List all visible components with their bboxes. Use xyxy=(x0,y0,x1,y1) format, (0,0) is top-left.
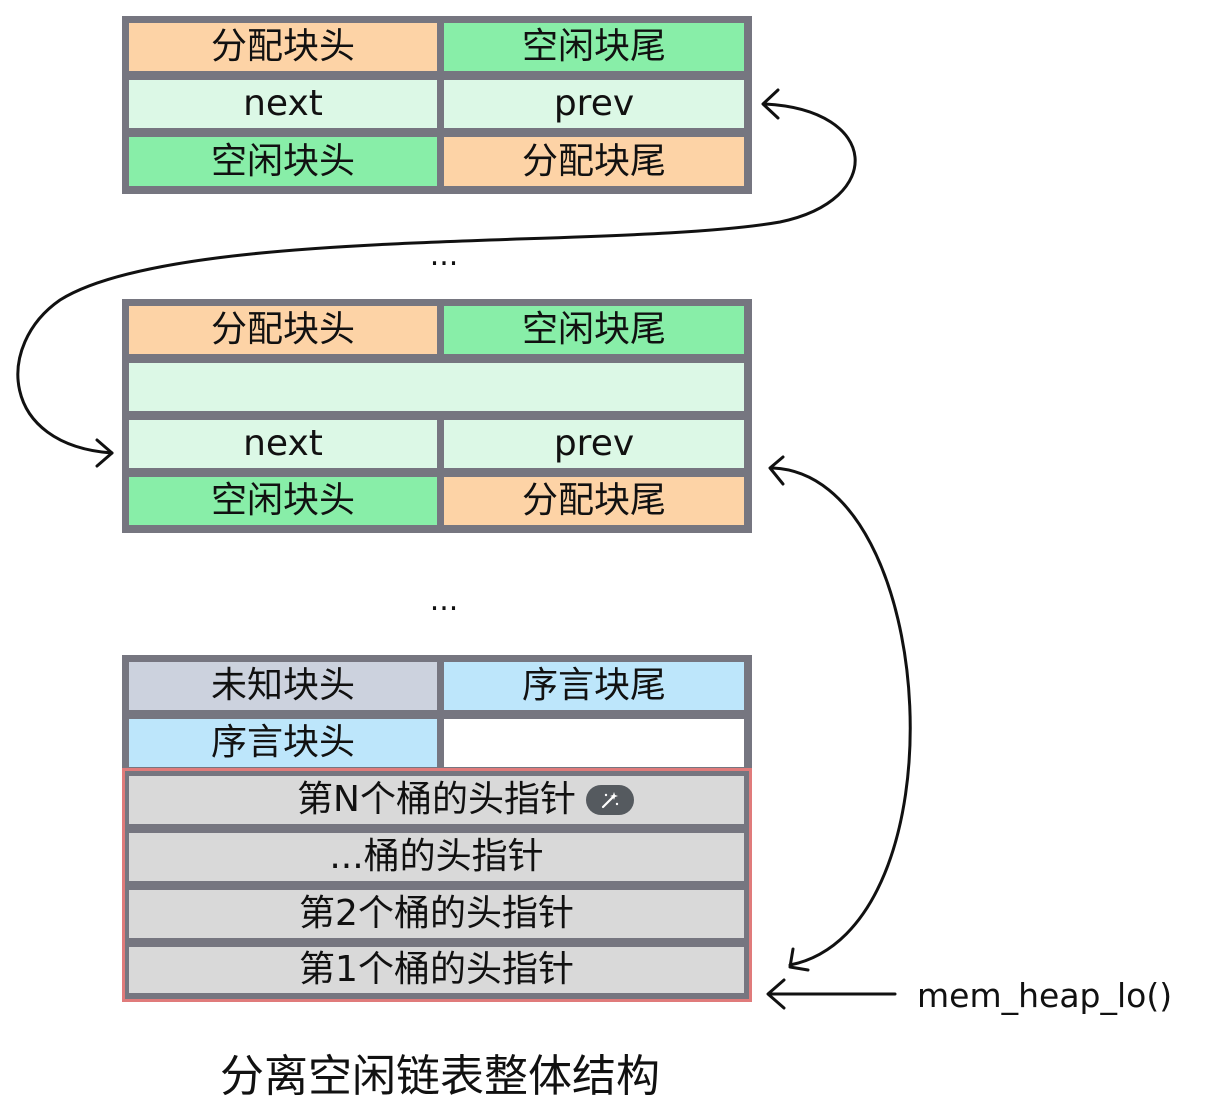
empty-cell xyxy=(444,719,744,767)
free-block-payload xyxy=(129,363,744,411)
free-block-2: 分配块头 空闲块尾 next prev 空闲块头 分配块尾 xyxy=(122,299,752,533)
diagram-caption: 分离空闲链表整体结构 xyxy=(220,1051,660,1102)
bucket-head-pointer-2: 第2个桶的头指针 xyxy=(129,890,744,938)
heap-start-region: 未知块头 序言块尾 序言块头 第N个桶的头指针 ...桶的头指针 第2个桶的头指… xyxy=(122,655,752,1000)
alloc-block-header: 分配块头 xyxy=(129,306,437,354)
heap-lo-label: mem_heap_lo() xyxy=(917,976,1173,1015)
arrowhead-bucket-bottom xyxy=(788,947,810,972)
bucket-head-pointer-n: 第N个桶的头指针 xyxy=(129,776,744,824)
heap-lo-arrowhead xyxy=(766,978,786,1010)
prologue-block-header: 序言块头 xyxy=(129,719,437,767)
arrowhead-bucket-top xyxy=(768,455,785,486)
bucket-head-pointer-1: 第1个桶的头指针 xyxy=(129,947,744,993)
alloc-block-header: 分配块头 xyxy=(129,23,437,71)
free-block-header: 空闲块头 xyxy=(129,137,437,186)
prev-pointer: prev xyxy=(444,80,744,128)
alloc-block-footer: 分配块尾 xyxy=(444,137,744,186)
free-block-footer: 空闲块尾 xyxy=(444,306,744,354)
prev-pointer: prev xyxy=(444,420,744,468)
free-block-header: 空闲块头 xyxy=(129,477,437,525)
ellipsis: ... xyxy=(429,238,459,273)
ellipsis: ... xyxy=(429,583,459,618)
arrowhead-next xyxy=(95,438,114,468)
alloc-block-footer: 分配块尾 xyxy=(444,477,744,525)
bucket-link-curve xyxy=(771,466,912,967)
free-block-footer: 空闲块尾 xyxy=(444,23,744,71)
next-pointer: next xyxy=(129,80,437,128)
next-pointer: next xyxy=(129,420,437,468)
bucket-head-pointer-etc: ...桶的头指针 xyxy=(129,833,744,881)
unknown-block-header: 未知块头 xyxy=(129,662,437,710)
free-block-1: 分配块头 空闲块尾 next prev 空闲块头 分配块尾 xyxy=(122,16,752,194)
magic-wand-icon[interactable] xyxy=(586,785,634,815)
arrowhead-prev xyxy=(761,88,780,120)
prologue-block-footer: 序言块尾 xyxy=(444,662,744,710)
next-link-curve xyxy=(16,102,857,455)
